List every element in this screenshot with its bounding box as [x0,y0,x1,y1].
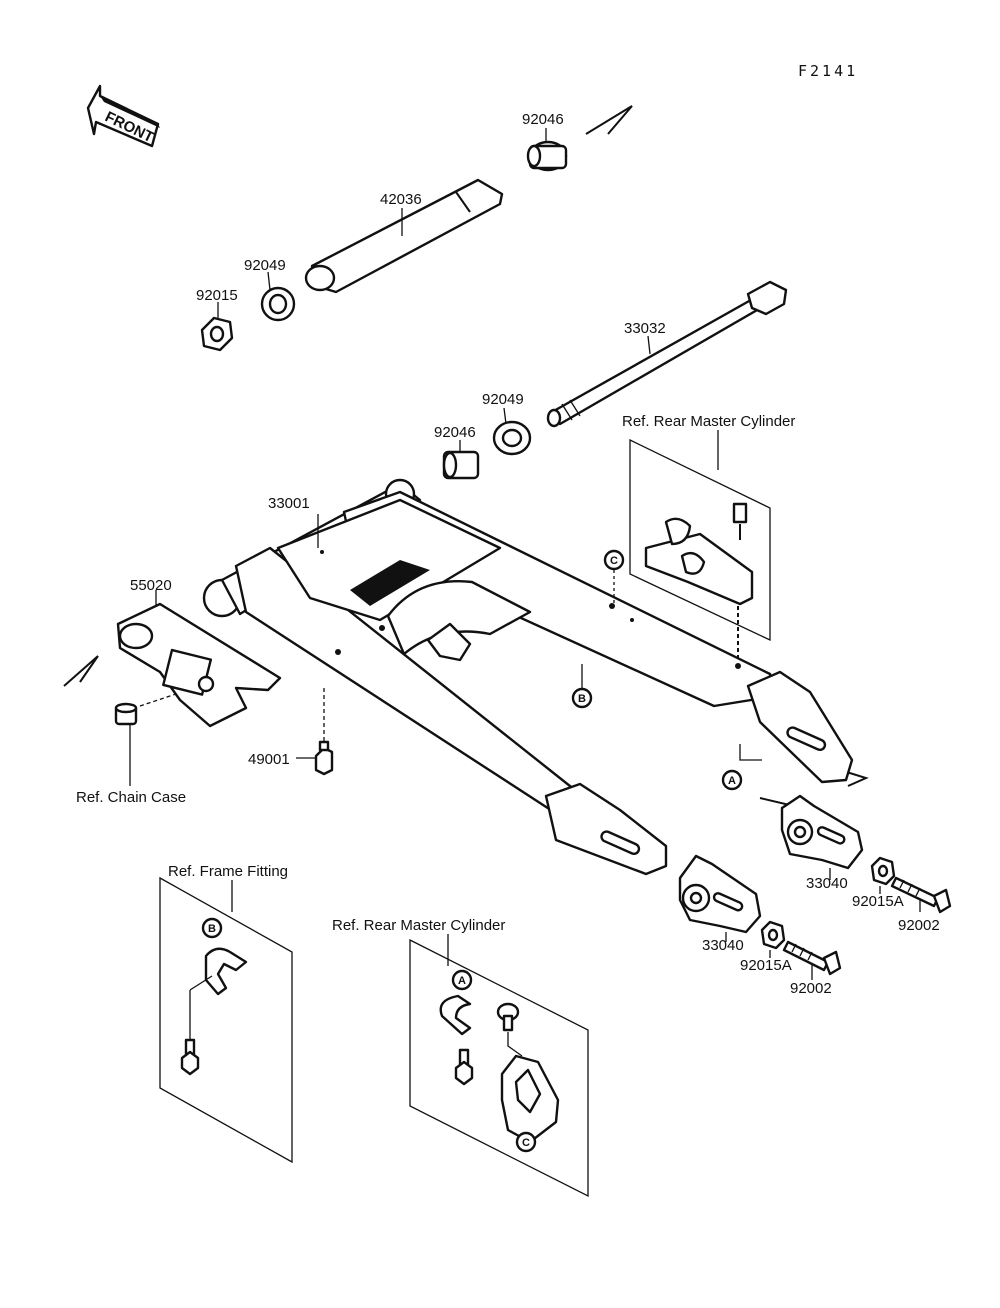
figure-code: F2141 [798,62,858,80]
pivot-sleeve [304,178,504,294]
part-92049-left: 92049 [244,257,286,274]
part-92046-mid: 92046 [434,424,476,441]
part-33032: 33032 [624,320,666,337]
svg-text:C: C [610,555,618,567]
part-33001: 33001 [268,495,310,512]
chain-adjuster-right [780,794,864,870]
master-cylinder-bracket-top [644,502,754,664]
marker-b-frame: B [201,917,223,939]
leader-92049-mid [503,407,507,425]
leader-33032 [647,335,651,355]
leader-92049-left [267,271,271,291]
leader-chain-case-dash [139,693,177,707]
part-92015A-right: 92015A [852,893,904,910]
rear-guard-bracket [500,1054,560,1144]
part-92002-right: 92002 [898,917,940,934]
rear-bolt-small [454,1048,474,1086]
chain-guide [116,602,282,728]
ref-rear-master-bottom: Ref. Rear Master Cylinder [332,917,505,934]
marker-a-rear: A [451,969,473,991]
frame-fitting-ref-box [159,876,293,1164]
oil-seal-left [260,286,296,322]
adjuster-bolt-right [890,876,952,914]
frame-bolt [180,1038,200,1076]
part-92015A-left: 92015A [740,957,792,974]
direction-chevron-top [585,105,633,135]
part-92046-top: 92046 [522,111,564,128]
frame-clamp [189,947,248,1040]
rear-master-ref-box-top [629,438,771,642]
svg-text:C: C [522,1137,530,1149]
grease-nipple [314,740,334,776]
needle-bearing-mid [442,450,480,480]
swingarm [202,478,854,876]
svg-text:B: B [208,923,216,935]
pivot-nut [200,316,234,352]
chain-adjuster-left [678,854,762,934]
part-55020: 55020 [130,577,172,594]
needle-bearing-top [526,140,568,172]
hose-clamp-rear [439,994,472,1036]
ref-rear-master-top: Ref. Rear Master Cylinder [622,413,795,430]
svg-text:B: B [578,693,586,705]
svg-text:A: A [728,775,736,787]
front-arrow-icon: FRONT [86,84,160,148]
marker-c-main: C [603,549,625,604]
rear-master-ref-box-bottom [409,938,589,1198]
oil-seal-mid [492,420,532,456]
part-42036: 42036 [380,191,422,208]
part-92049-mid: 92049 [482,391,524,408]
svg-text:A: A [458,975,466,987]
adjuster-bolt-left [782,940,842,976]
marker-c-rear: C [515,1131,537,1153]
part-33040-left: 33040 [702,937,744,954]
marker-a-main: A [721,744,762,791]
part-33040-right: 33040 [806,875,848,892]
ref-frame-fitting: Ref. Frame Fitting [168,863,288,880]
direction-chevron-left [63,655,99,687]
ref-chain-case: Ref. Chain Case [76,789,186,806]
pivot-shaft [546,280,788,428]
part-92002-left: 92002 [790,980,832,997]
chain-case-collar [114,702,138,726]
adjuster-nut-right [870,856,896,886]
marker-b-main: B [571,664,593,709]
rear-screw [496,1002,523,1057]
adjuster-nut-left [760,920,786,950]
part-92015: 92015 [196,287,238,304]
part-49001: 49001 [248,751,290,768]
